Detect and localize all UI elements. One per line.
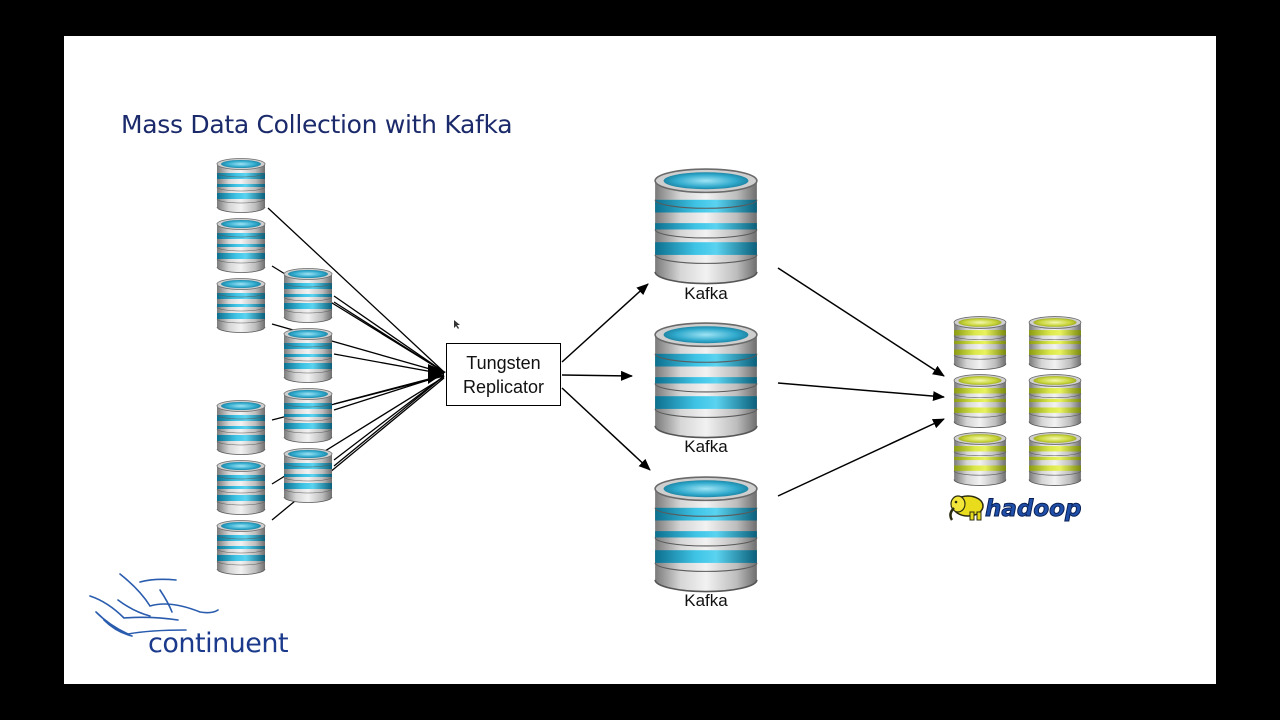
kafka-db-2 xyxy=(654,322,758,439)
source-db-6 xyxy=(216,520,266,575)
kafka-label-3: Kafka xyxy=(684,591,728,610)
source-db-10 xyxy=(283,448,333,503)
kafka-databases xyxy=(654,168,758,593)
slide xyxy=(64,36,1216,684)
kafka-label-2: Kafka xyxy=(684,437,728,456)
source-connectors xyxy=(267,207,445,521)
replicator-to-kafka-arrows xyxy=(561,283,651,471)
source-db-9 xyxy=(283,388,333,443)
replicator-inbound-arrowhead xyxy=(428,364,446,384)
hadoop-db-5 xyxy=(953,432,1007,486)
brand-name: continuent xyxy=(148,628,289,659)
source-db-5 xyxy=(216,460,266,515)
kafka-db-1 xyxy=(654,168,758,285)
kafka-to-hadoop-arrows xyxy=(777,267,945,497)
tungsten-replicator-box: Tungsten Replicator xyxy=(446,343,561,406)
hadoop-db-6 xyxy=(1028,432,1082,486)
hadoop-db-4 xyxy=(1028,374,1082,428)
bird-logo-icon xyxy=(89,573,219,637)
slide-title: Mass Data Collection with Kafka xyxy=(121,110,513,139)
hadoop-logo-text: hadoop xyxy=(984,496,1082,523)
kafka-db-3 xyxy=(654,476,758,593)
hadoop-db-3 xyxy=(953,374,1007,428)
source-db-7 xyxy=(283,268,333,323)
replicator-label-line1: Tungsten xyxy=(466,352,541,373)
kafka-label-1: Kafka xyxy=(684,284,728,303)
source-db-8 xyxy=(283,328,333,383)
source-db-3 xyxy=(216,278,266,333)
source-db-1 xyxy=(216,158,266,213)
hadoop-db-1 xyxy=(953,316,1007,370)
elephant-icon xyxy=(949,495,984,521)
hadoop-databases xyxy=(953,316,1082,486)
replicator-label-line2: Replicator xyxy=(462,376,545,397)
source-db-2 xyxy=(216,218,266,273)
hadoop-db-2 xyxy=(1028,316,1082,370)
source-db-4 xyxy=(216,400,266,455)
mouse-cursor-icon xyxy=(454,320,460,329)
source-databases xyxy=(216,158,333,575)
